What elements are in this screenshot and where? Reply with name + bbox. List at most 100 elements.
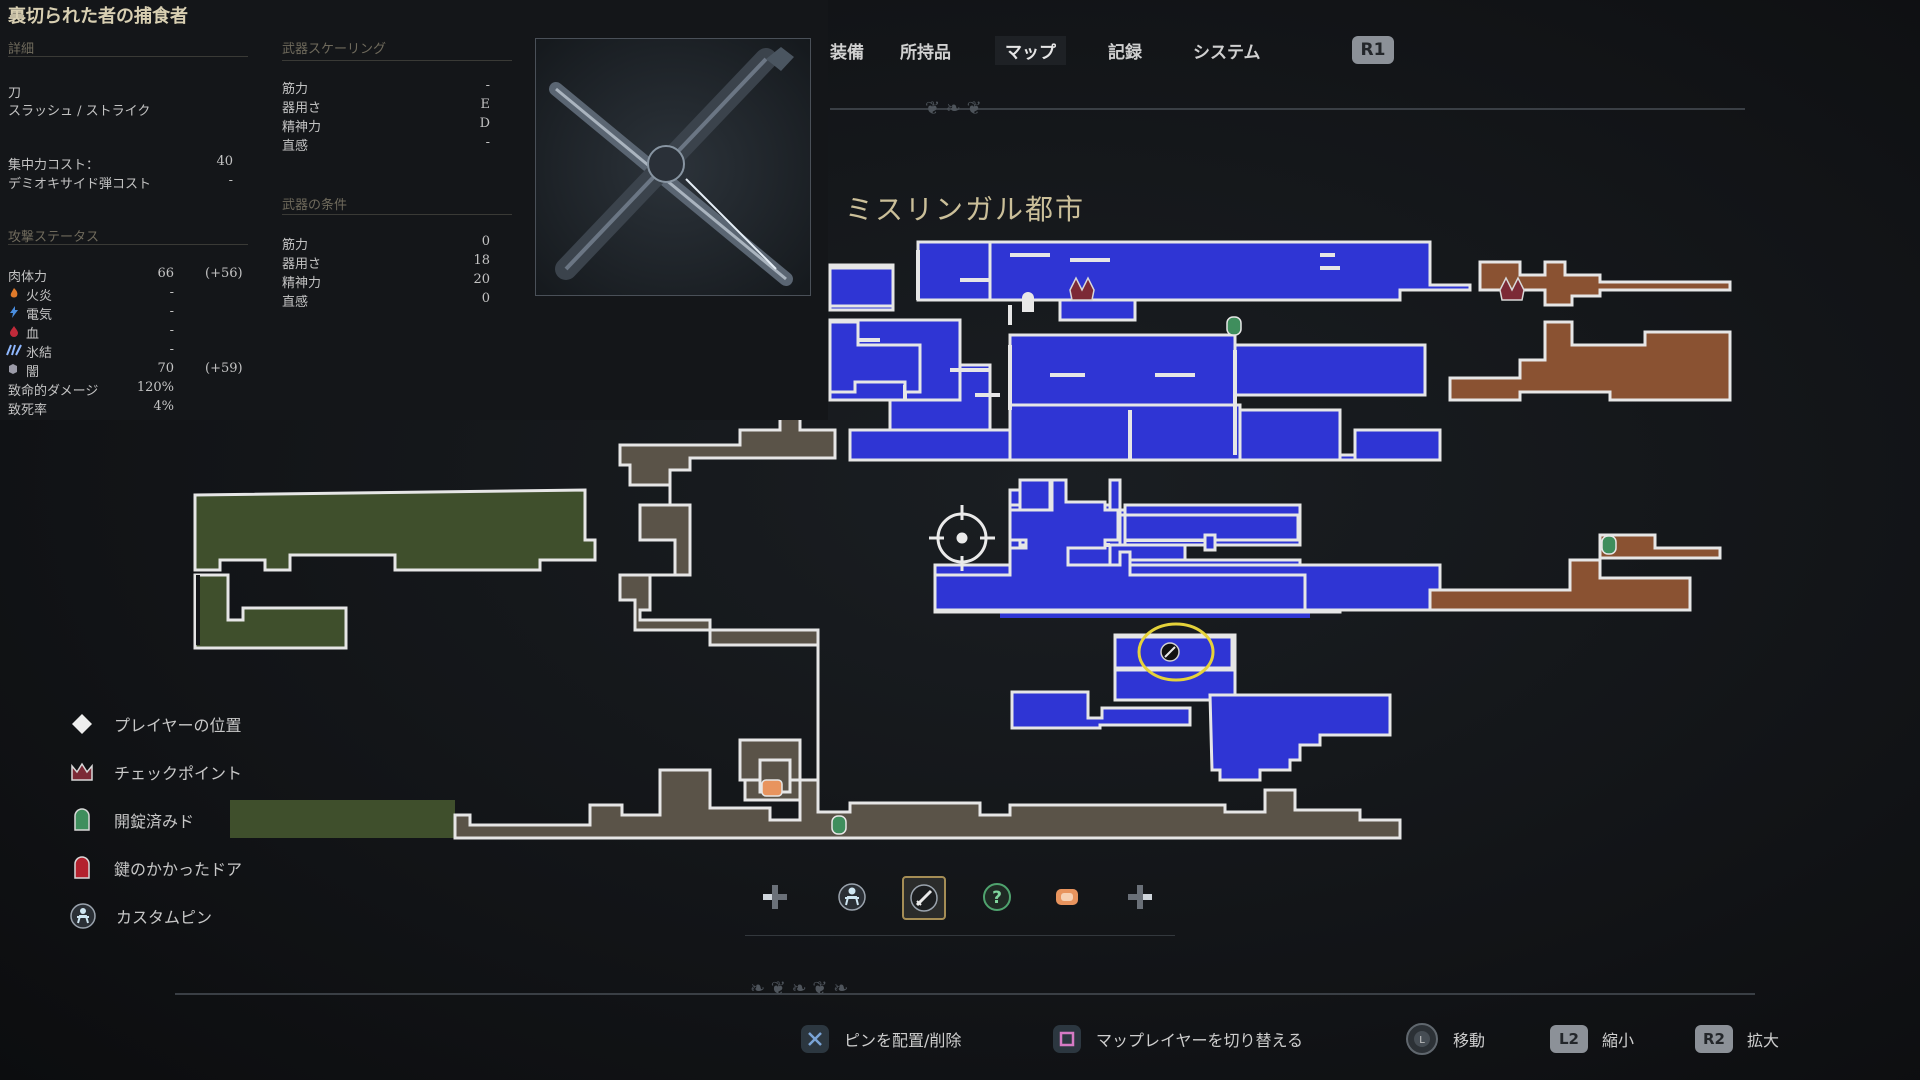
stat-fire-label: 火炎: [26, 289, 53, 304]
control-label: 拡大: [1747, 1031, 1780, 1050]
stat-frost-label: 氷結: [26, 346, 53, 361]
stat-dark-value: 70: [157, 361, 174, 376]
legend-custom-pin: カスタムピン: [70, 902, 212, 930]
stat-dark-label: 闇: [26, 365, 40, 380]
pin-cycle-left-button[interactable]: [758, 880, 792, 914]
legend-checkpoint: チェックポイント: [70, 758, 242, 786]
req-spirit-label: 精神力: [282, 276, 322, 291]
l2-button: L2: [1550, 1025, 1588, 1053]
divider: [282, 214, 512, 215]
frost-icon: [6, 344, 22, 356]
stat-electric-label: 電気: [26, 308, 53, 323]
ghost-icon: [1022, 292, 1034, 312]
control-label: ピンを配置/削除: [844, 1031, 962, 1050]
pin-chest-button[interactable]: [1050, 880, 1084, 914]
pin-custom-button[interactable]: [835, 880, 869, 914]
pin-question-button[interactable]: ?: [980, 880, 1014, 914]
dpad-left-icon: [763, 885, 787, 909]
legend-label: 開錠済みド: [114, 812, 195, 831]
unlocked-door-icon: [74, 808, 90, 831]
divider: [282, 60, 512, 61]
region-green: [193, 488, 597, 838]
details-header: 詳細: [8, 42, 35, 57]
divider: [8, 244, 248, 245]
weapon-name: 裏切られた者の捕食者: [8, 6, 188, 27]
stat-physical-bonus: (+56): [205, 266, 243, 281]
stat-physical-label: 肉体力: [8, 270, 48, 285]
unlocked-door-icon: [1601, 535, 1617, 555]
stat-lethality-label: 致死率: [8, 403, 48, 418]
req-dex-label: 器用さ: [282, 257, 322, 272]
legend-locked-door: 鍵のかかったドア: [70, 854, 242, 882]
scaling-spirit-label: 精神力: [282, 120, 322, 135]
req-dex-value: 18: [473, 253, 490, 268]
question-icon: ?: [983, 883, 1011, 911]
scaling-int-label: 直感: [282, 139, 309, 154]
tab-records[interactable]: 記録: [1108, 43, 1142, 63]
custom-pin-icon: [70, 903, 96, 929]
legend-label: 鍵のかかったドア: [114, 860, 243, 879]
focus-cost-label: 集中力コスト：: [8, 158, 100, 173]
blood-icon: [10, 326, 18, 337]
scaling-str-value: -: [485, 78, 490, 93]
left-stick-icon: L: [1406, 1023, 1438, 1055]
tab-system[interactable]: システム: [1193, 43, 1261, 63]
req-int-label: 直感: [282, 295, 309, 310]
region-brown: [1428, 260, 1732, 612]
ammo-cost-value: -: [228, 173, 233, 188]
weapon-location-marker[interactable]: [1137, 622, 1215, 682]
chest-icon: [761, 779, 783, 797]
tab-map[interactable]: マップ: [995, 36, 1066, 65]
ammo-cost-label: デミオキサイド弾コスト: [8, 177, 152, 192]
stat-blood-label: 血: [26, 327, 40, 342]
control-label: マップレイヤーを切り替える: [1096, 1031, 1304, 1050]
control-toggle-layer[interactable]: マップレイヤーを切り替える: [1052, 1024, 1303, 1054]
control-zoom-in[interactable]: R2 拡大: [1695, 1024, 1779, 1054]
stat-dark-bonus: (+59): [205, 361, 243, 376]
control-label: 移動: [1453, 1031, 1486, 1050]
req-spirit-value: 20: [473, 272, 490, 287]
damage-type: スラッシュ / ストライク: [8, 104, 151, 119]
tab-inventory[interactable]: 所持品: [900, 43, 951, 63]
ornament-icon: ❦ ❧ ❦: [925, 98, 982, 119]
r1-button[interactable]: R1: [1352, 36, 1394, 64]
cross-button-icon: [801, 1025, 829, 1053]
stat-blood-value: -: [169, 323, 174, 338]
weapon-type: 刀: [8, 86, 22, 101]
map-icons: [761, 276, 1617, 835]
focus-cost-value: 40: [216, 154, 233, 169]
tab-equipment[interactable]: 装備: [830, 43, 864, 63]
stat-physical-value: 66: [157, 266, 174, 281]
stat-critical-label: 致命的ダメージ: [8, 384, 99, 399]
room-lower-left: [1010, 690, 1392, 782]
scaling-header: 武器スケーリング: [282, 42, 387, 57]
toolbar-divider: [745, 935, 1175, 936]
legend-label: チェックポイント: [114, 764, 243, 783]
pin-weapon-button[interactable]: [902, 876, 946, 920]
chest-icon: [1056, 889, 1078, 905]
pin-cycle-right-button[interactable]: [1123, 880, 1157, 914]
checkpoint-icon: [1069, 276, 1095, 301]
control-label: 縮小: [1602, 1031, 1635, 1050]
fire-icon: [10, 288, 18, 298]
legend-label: カスタムピン: [116, 908, 213, 927]
legend-label: プレイヤーの位置: [114, 716, 242, 735]
player-position-icon[interactable]: [929, 505, 995, 571]
stat-frost-value: -: [169, 342, 174, 357]
req-int-value: 0: [481, 291, 490, 306]
req-str-label: 筋力: [282, 238, 309, 253]
weapon-image: [535, 38, 811, 296]
stat-electric-value: -: [169, 304, 174, 319]
req-str-value: 0: [481, 234, 490, 249]
dark-icon: [9, 364, 17, 374]
divider: [8, 56, 248, 57]
svg-text:L: L: [1419, 1035, 1425, 1046]
control-zoom-out[interactable]: L2 縮小: [1550, 1024, 1634, 1054]
sword-icon: [910, 884, 938, 912]
legend-player-position: プレイヤーの位置: [70, 710, 242, 738]
control-move[interactable]: L 移動: [1405, 1023, 1486, 1055]
top-divider: [830, 108, 1745, 110]
dpad-right-icon: [1128, 885, 1152, 909]
control-place-pin[interactable]: ピンを配置/削除: [800, 1024, 961, 1054]
